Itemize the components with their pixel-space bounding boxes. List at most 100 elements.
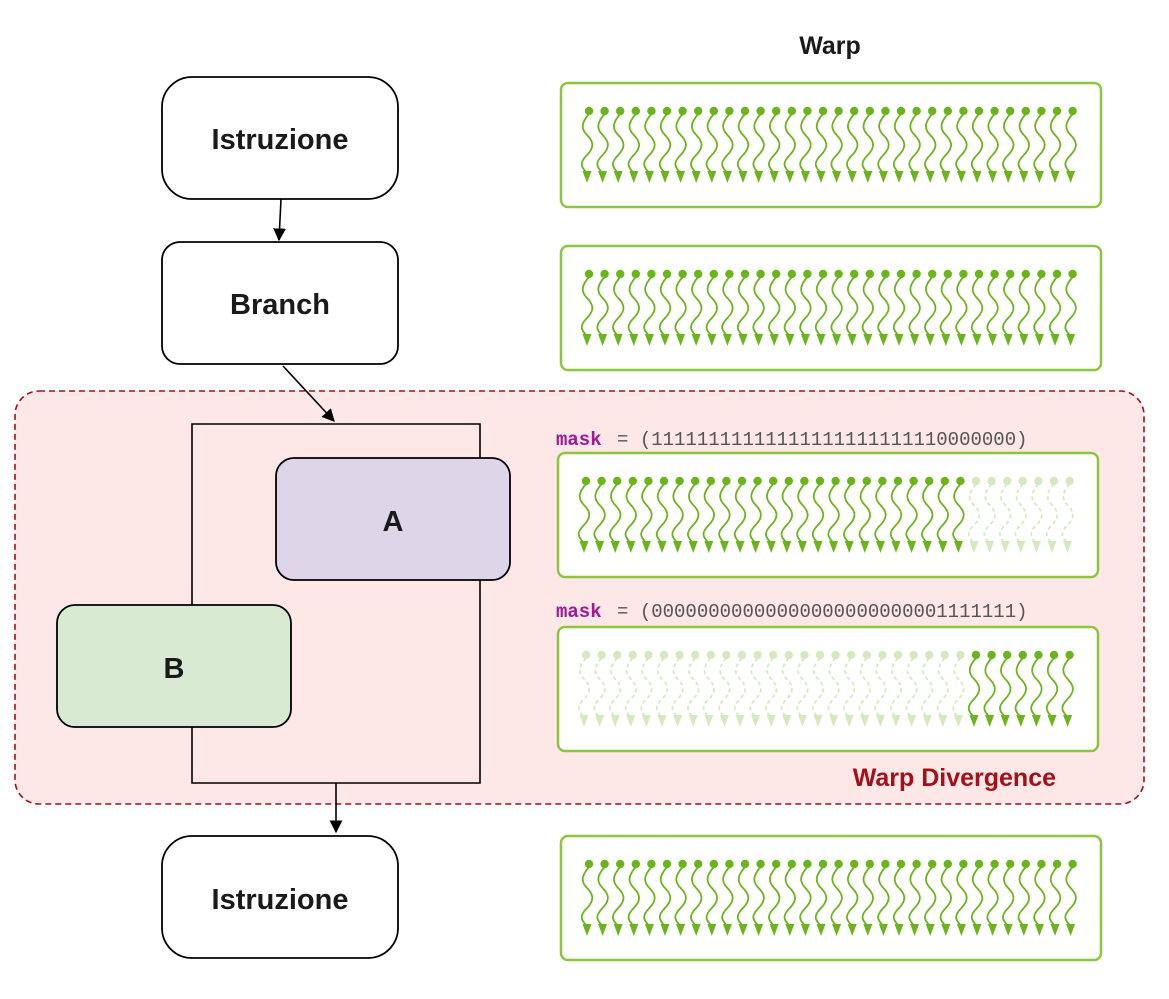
thread	[718, 476, 731, 553]
thread	[874, 650, 887, 727]
thread	[1048, 859, 1062, 936]
thread	[939, 106, 952, 183]
thread	[658, 859, 672, 936]
thread	[814, 269, 828, 346]
thread	[655, 650, 669, 727]
thread	[736, 269, 750, 346]
thread	[986, 269, 999, 346]
node-istruzione-top: Istruzione	[161, 76, 399, 200]
thread	[783, 859, 796, 936]
thread	[986, 106, 999, 183]
thread	[889, 650, 903, 727]
thread	[596, 106, 609, 183]
thread	[967, 650, 981, 727]
thread	[827, 650, 840, 727]
thread	[780, 650, 793, 727]
thread	[752, 269, 765, 346]
thread	[846, 859, 859, 936]
thread	[1017, 859, 1030, 936]
thread	[702, 650, 715, 727]
thread	[814, 106, 828, 183]
thread	[593, 476, 606, 553]
thread-group	[580, 269, 1077, 346]
thread	[1064, 106, 1077, 183]
thread-group	[577, 476, 1074, 553]
thread	[924, 859, 937, 936]
thread	[640, 650, 653, 727]
thread	[921, 650, 934, 727]
mask-label-b: mask = (00000000000000000000000001111111…	[556, 601, 1028, 623]
thread-group	[580, 106, 1077, 183]
thread	[939, 269, 952, 346]
thread	[674, 859, 687, 936]
thread	[612, 859, 625, 936]
thread	[843, 650, 856, 727]
thread	[796, 476, 809, 553]
thread	[796, 650, 809, 727]
thread	[983, 650, 996, 727]
thread	[861, 859, 874, 936]
thread	[1033, 859, 1046, 936]
node-istruzione-top-label: Istruzione	[212, 124, 349, 156]
thread	[877, 269, 890, 346]
thread	[721, 269, 734, 346]
thread	[861, 269, 874, 346]
thread	[671, 650, 684, 727]
thread	[1048, 106, 1062, 183]
thread	[596, 859, 609, 936]
thread	[905, 476, 918, 553]
node-b-label: B	[164, 653, 185, 685]
mask-value-b: (00000000000000000000000001111111)	[640, 601, 1028, 623]
thread	[830, 106, 843, 183]
thread	[687, 476, 700, 553]
thread	[843, 476, 856, 553]
thread	[580, 859, 594, 936]
thread	[609, 476, 622, 553]
thread	[924, 269, 937, 346]
thread	[702, 476, 715, 553]
thread	[705, 859, 718, 936]
branch-frame-left	[191, 423, 481, 605]
thread	[936, 650, 949, 727]
thread	[736, 859, 750, 936]
thread	[705, 269, 718, 346]
thread	[768, 269, 781, 346]
thread	[1014, 476, 1027, 553]
thread	[1045, 650, 1059, 727]
thread	[892, 269, 906, 346]
thread	[858, 476, 871, 553]
thread	[846, 269, 859, 346]
node-b: B	[56, 604, 292, 728]
thread	[768, 106, 781, 183]
thread	[905, 650, 918, 727]
thread	[655, 476, 669, 553]
mask-value-a: (11111111111111111111111110000000)	[640, 429, 1028, 451]
thread	[892, 859, 906, 936]
thread	[577, 650, 591, 727]
thread	[858, 650, 871, 727]
thread	[1033, 106, 1046, 183]
thread	[1061, 650, 1074, 727]
thread	[970, 859, 984, 936]
thread	[955, 106, 968, 183]
warp-divergence-label: Warp Divergence	[853, 764, 1056, 792]
thread	[705, 106, 718, 183]
thread	[593, 650, 606, 727]
thread	[580, 106, 594, 183]
thread	[749, 650, 762, 727]
node-branch: Branch	[161, 241, 399, 365]
thread	[733, 476, 747, 553]
thread	[827, 476, 840, 553]
thread	[983, 476, 996, 553]
thread	[1064, 269, 1077, 346]
thread	[1002, 106, 1015, 183]
thread	[1002, 859, 1015, 936]
node-a-label: A	[383, 506, 404, 538]
thread	[752, 106, 765, 183]
thread	[643, 106, 656, 183]
warp-box-branch	[559, 244, 1103, 372]
thread	[780, 476, 793, 553]
thread	[690, 106, 703, 183]
thread	[687, 650, 700, 727]
thread	[811, 650, 825, 727]
